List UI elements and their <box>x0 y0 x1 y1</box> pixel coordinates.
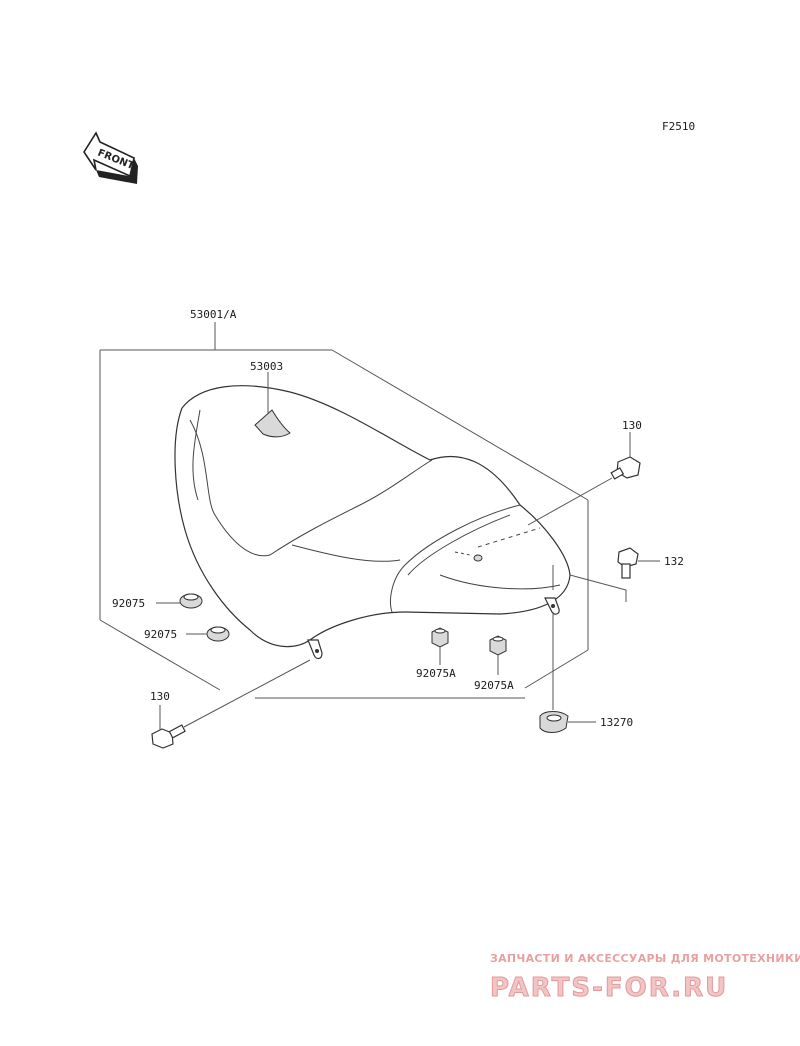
label-seat-pad: 53003 <box>250 360 283 373</box>
label-seat-assembly: 53001/A <box>190 308 237 321</box>
label-bolt-rear: 130 <box>622 419 642 432</box>
watermark-tagline: ЗАПЧАСТИ И АКСЕССУАРЫ ДЛЯ МОТОТЕХНИКИ <box>490 952 800 965</box>
damper-a-part: 92075 <box>112 593 203 610</box>
bolt-rear-part: 130 <box>527 419 642 526</box>
bolt-side-part: 132 <box>569 547 684 602</box>
damper-b-part: 92075 <box>144 626 230 642</box>
front-arrow-icon: FRONT <box>83 131 138 184</box>
label-clip: 13270 <box>600 716 633 729</box>
label-bolt-front: 130 <box>150 690 170 703</box>
watermark-logo: PARTS-FOR.RU <box>490 973 728 1003</box>
label-damper-d: 92075A <box>474 679 514 692</box>
assembly-bracket <box>99 322 589 699</box>
damper-d-part: 92075A <box>474 635 514 692</box>
label-bolt-side: 132 <box>664 555 684 568</box>
figure-code: F2510 <box>662 120 695 133</box>
label-damper-c: 92075A <box>416 667 456 680</box>
watermark: ЗАПЧАСТИ И АКСЕССУАРЫ ДЛЯ МОТОТЕХНИКИ PA… <box>490 952 800 1004</box>
seat-body <box>174 385 571 660</box>
label-damper-b: 92075 <box>144 628 177 641</box>
bolt-front-part: 130 <box>150 659 311 749</box>
clip-part: 13270 <box>539 565 633 733</box>
damper-c-part: 92075A <box>416 627 456 680</box>
label-damper-a: 92075 <box>112 597 145 610</box>
seat-pad-part: 53003 <box>250 360 291 438</box>
